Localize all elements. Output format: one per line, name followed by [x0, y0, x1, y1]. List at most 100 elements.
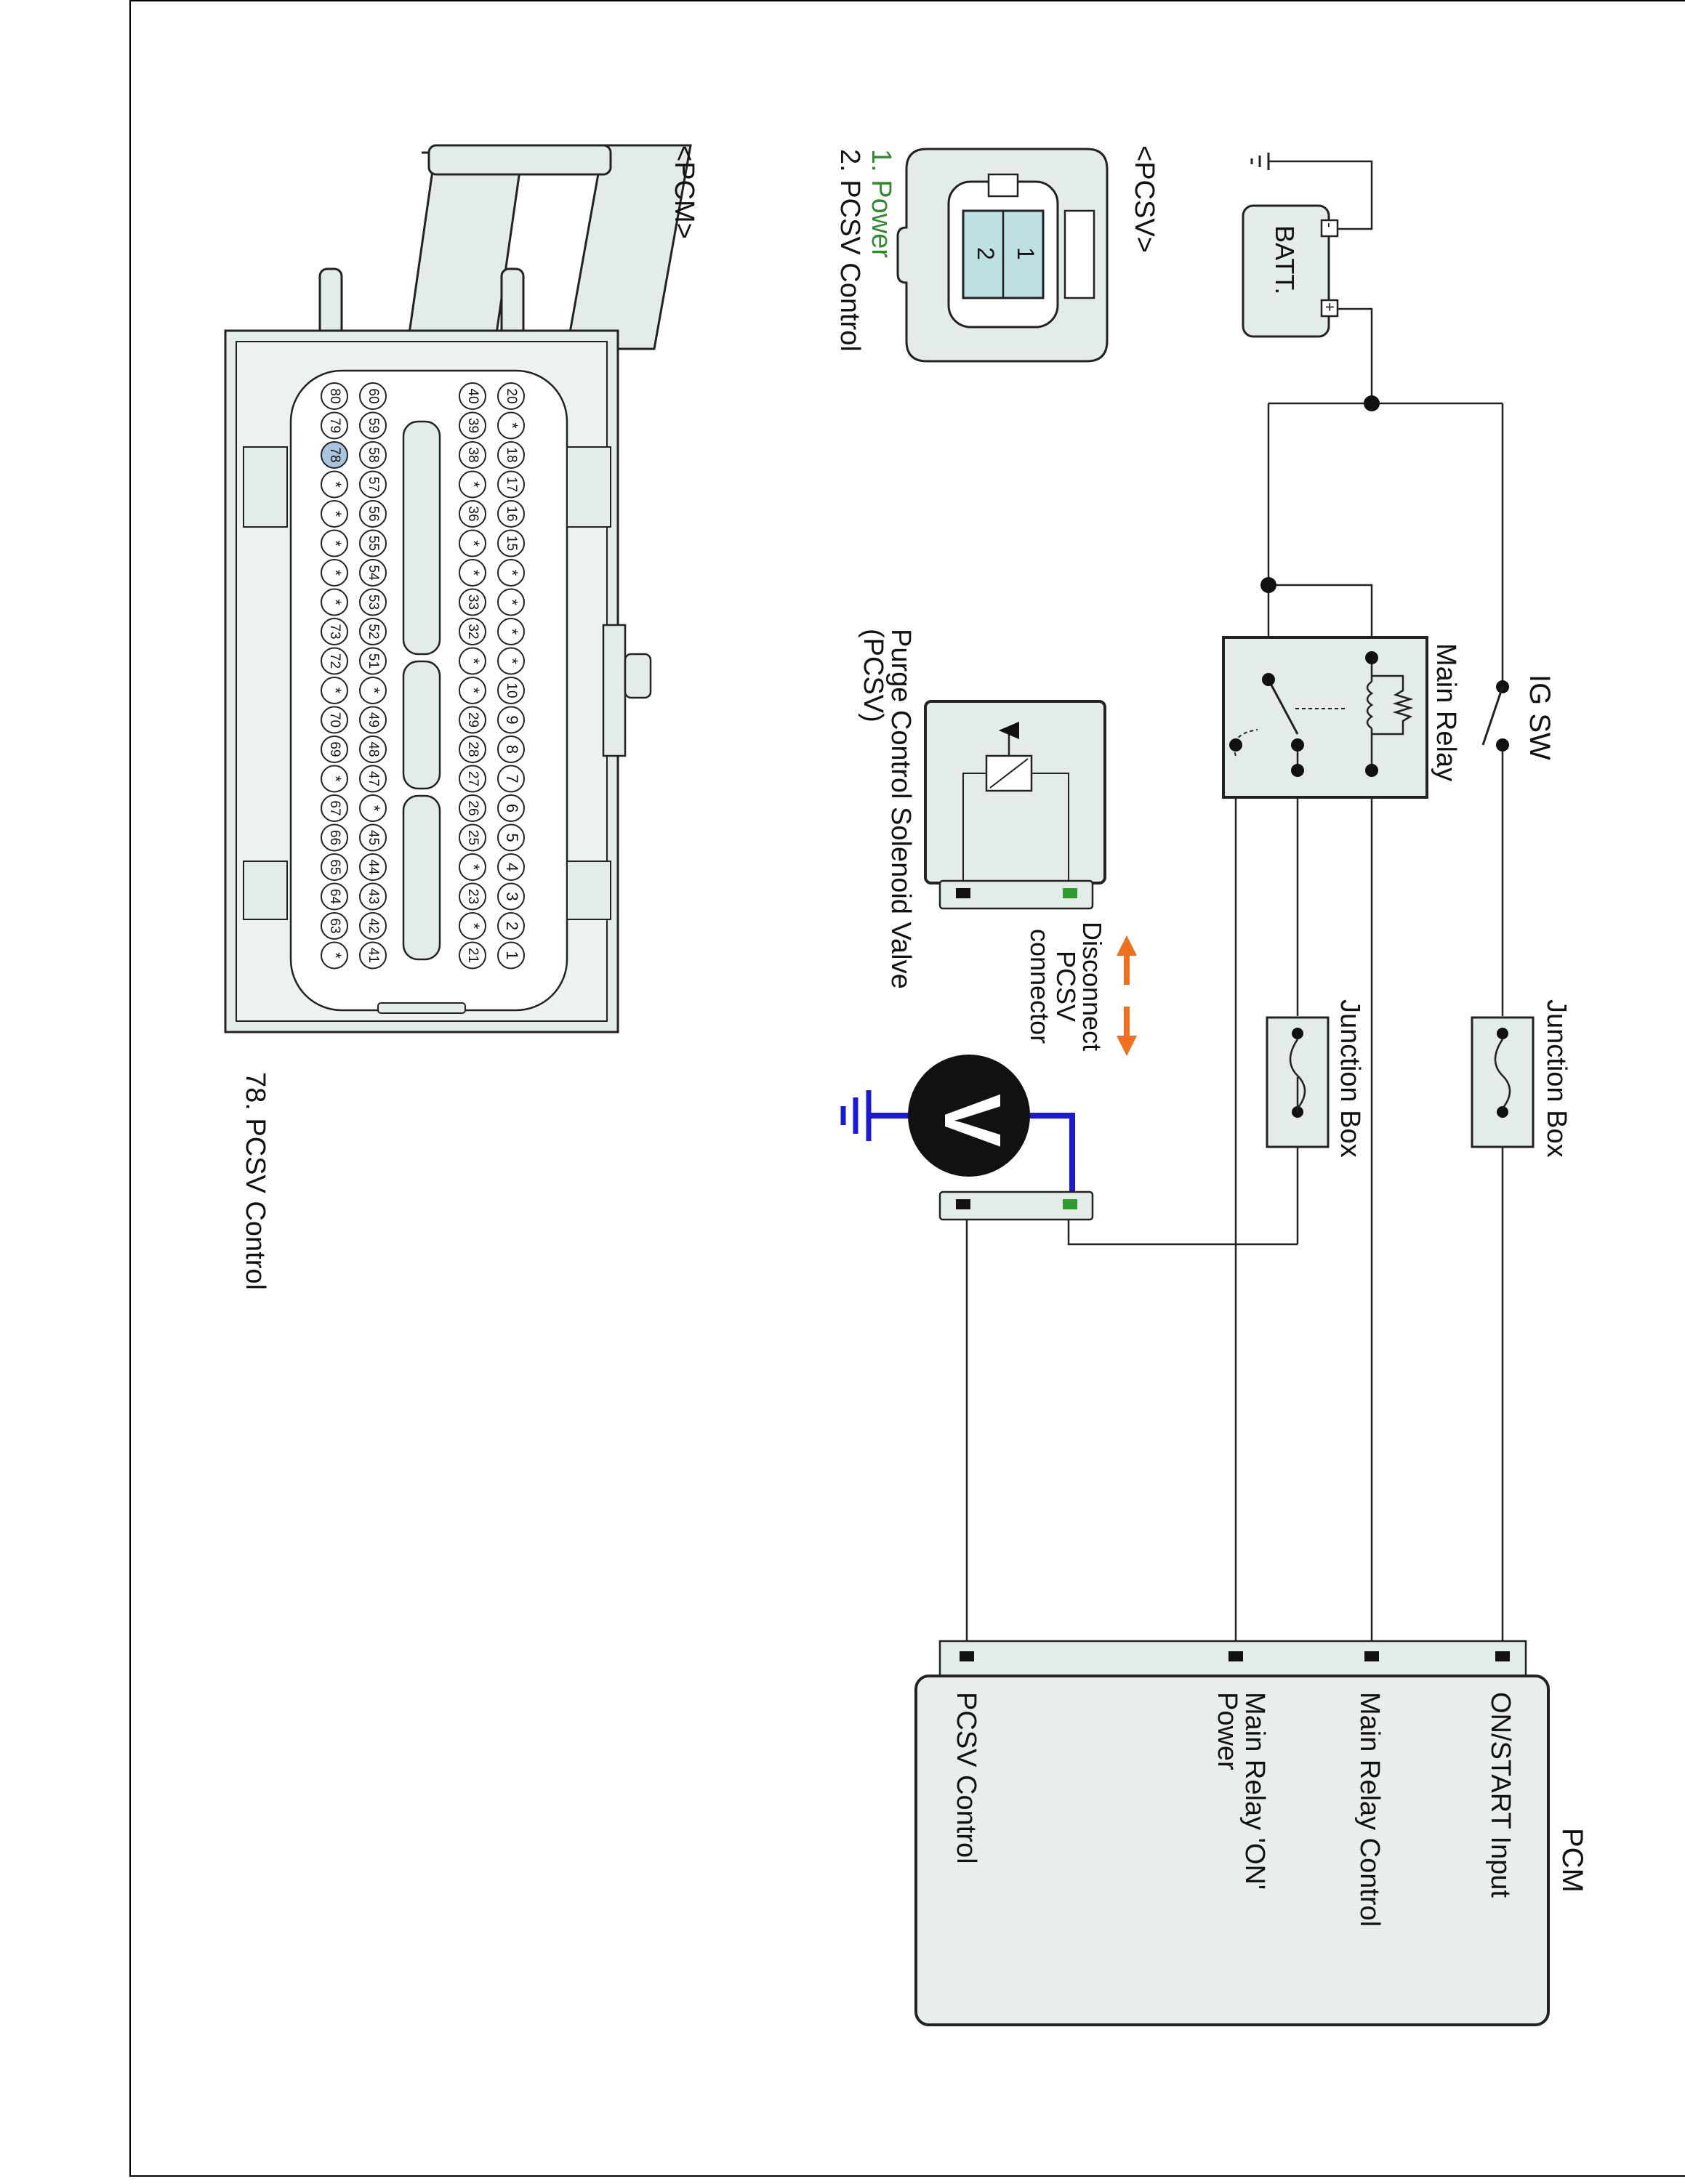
pcm-connector-title: <PCM>	[669, 145, 699, 239]
pcm-pin-66	[321, 823, 348, 852]
pcm-pin-57	[359, 470, 387, 499]
pcm-pin-unused	[459, 853, 486, 881]
pcm-connector-caption: 78. PCSV Control	[240, 1072, 270, 1290]
junction-box-2-label: Junction Box	[1335, 999, 1365, 1158]
pcm-pin-unused	[497, 411, 525, 440]
pcsv-harness-connector-icon	[938, 1190, 1094, 1221]
pcm-pin-79	[321, 411, 348, 440]
pcm-pin-label: *	[326, 570, 345, 576]
pcm-pin-3	[497, 882, 525, 911]
battery-label: BATT.	[1270, 225, 1300, 294]
pcm-pin-unused	[321, 941, 348, 970]
pcm-pin-label: 38	[465, 447, 480, 462]
pcm-pin-label: 39	[465, 418, 480, 433]
pcm-pin-label: 28	[465, 741, 480, 757]
pcm-pin-label: 42	[366, 918, 381, 933]
pcm-pin-70	[321, 706, 348, 734]
wire-junction-dots	[1260, 395, 1380, 593]
pcm-pin-label: *	[365, 688, 383, 694]
pcsv-cell-2: 2	[973, 247, 999, 260]
disconnect-label: Disconnect PCSV connector	[1025, 922, 1107, 1052]
pcm-pin-label: 47	[366, 771, 381, 786]
pcm-pin-label: *	[465, 481, 483, 488]
pcm-pin-label: 9	[503, 715, 521, 724]
pcm-pin-label: *	[503, 629, 521, 635]
pcm-pin-18	[497, 441, 525, 469]
pcm-box-title: PCM	[1556, 1828, 1588, 1893]
pcm-pin-unused	[359, 677, 387, 704]
pcsv-connector-title: <PCSV>	[1129, 145, 1159, 253]
pcm-pin-label: 52	[366, 624, 381, 639]
pcm-pin-42	[359, 912, 387, 940]
pcm-pin-label: 8	[503, 745, 521, 754]
pcm-pin-label: 25	[465, 830, 480, 845]
pcm-pin-label: *	[465, 570, 483, 576]
pcm-pin-6	[497, 794, 525, 822]
pcm-pin-label: *	[326, 481, 345, 488]
pcm-pin-label: 73	[327, 624, 342, 639]
pcm-pin-label: 64	[327, 889, 342, 905]
voltmeter-ground-icon	[840, 1090, 872, 1141]
pcm-pin-label: 36	[465, 506, 480, 521]
pcm-pin-unused	[459, 647, 486, 675]
pcm-pin-58	[359, 441, 387, 469]
pcm-pin-label: 79	[327, 418, 342, 433]
pcm-pin-label: 59	[366, 418, 381, 433]
voltmeter-label: V	[928, 1094, 1017, 1147]
pcm-pin-label: *	[503, 570, 521, 576]
pcm-pin-label: 18	[504, 447, 519, 462]
pcm-pin-label: 69	[327, 741, 342, 757]
pcm-pin-7	[497, 765, 525, 793]
pcm-pin-label: 16	[504, 506, 519, 521]
pcm-pin-23	[459, 882, 486, 911]
pcm-pin-label: *	[326, 540, 345, 547]
pcm-pin-label: 41	[366, 948, 381, 963]
pcm-pin-26	[459, 794, 486, 822]
pcm-pin-20	[497, 382, 525, 410]
pcm-pin-label: *	[365, 805, 383, 812]
pcm-pin-label: 53	[366, 595, 381, 610]
pcm-pin-67	[321, 794, 348, 822]
pcm-pin-unused	[321, 559, 348, 587]
pcm-pin-label: 58	[366, 447, 381, 462]
pcm-pin-label: 10	[504, 682, 519, 698]
disconnect-arrows-icon	[1117, 935, 1137, 1056]
pcm-pin-label: 56	[366, 506, 381, 521]
pcsv-valve-label: Purge Control Solenoid Valve (PCSV)	[858, 629, 916, 989]
pcm-pin-label: 21	[465, 948, 480, 963]
pcm-pin-9	[497, 706, 525, 734]
pcm-pin-label: *	[326, 688, 345, 694]
pcm-pin-label: 66	[327, 830, 342, 845]
pcm-pin-label: 67	[327, 800, 342, 815]
pcm-pin-label-relay-control: Main Relay Control	[1354, 1692, 1385, 1927]
pcm-pin-label: *	[503, 599, 521, 605]
pcm-pin-label: 72	[327, 653, 342, 669]
pcm-pin-label: 4	[503, 863, 521, 871]
pcm-pin-unused	[459, 559, 486, 587]
pcm-pin-label: 23	[465, 889, 480, 904]
pcm-pin-28	[459, 736, 486, 763]
pcm-pin-label: 51	[366, 653, 381, 669]
pcm-pin-label-relay-on-power: Main Relay 'ON' Power	[1212, 1692, 1270, 1890]
pcm-pin-65	[321, 853, 348, 881]
pcm-pin-label: 78	[327, 447, 342, 462]
junction-box-1-label: Junction Box	[1541, 999, 1572, 1158]
pcm-pin-38	[459, 441, 486, 469]
pcm-pin-unused	[497, 647, 525, 675]
pcm-pin-label: 2	[503, 922, 521, 930]
pcsv-pin-1-label: 1. Power	[866, 149, 896, 258]
pcm-pin-72	[321, 647, 348, 675]
pcm-pin-45	[359, 823, 387, 852]
voltmeter-icon	[908, 1055, 1030, 1177]
pcm-pin-52	[359, 618, 387, 645]
pcm-pin-label: *	[503, 422, 521, 429]
pcm-pin-label: *	[465, 864, 483, 871]
pcm-pin-36	[459, 500, 486, 528]
pcm-pin-17	[497, 470, 525, 499]
pcm-pin-unused	[497, 618, 525, 645]
pcm-pin-label: 70	[327, 712, 342, 728]
pcm-pin-label: 15	[504, 536, 519, 551]
pcm-pin-label: 17	[504, 477, 519, 492]
pcm-connector-face-icon	[224, 144, 692, 1033]
pcm-pin-label: 55	[366, 536, 381, 551]
